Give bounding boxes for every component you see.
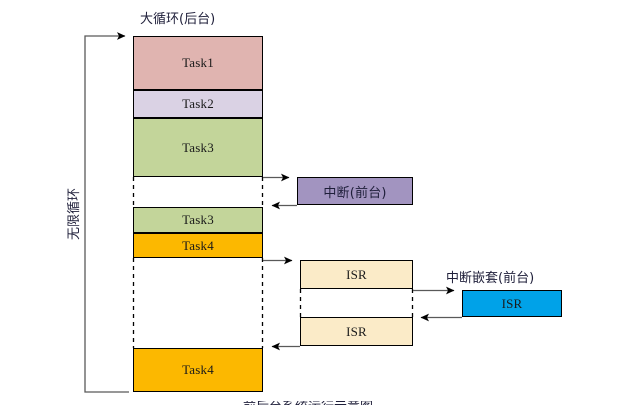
task-block-label: Task1 [182, 55, 214, 70]
task-block-label: Task4 [182, 362, 214, 377]
task-block-task3: Task3 [133, 118, 263, 177]
infinite-loop-bracket [84, 32, 129, 393]
task-block-task4: Task4 [133, 233, 263, 258]
isr-timeline-dashes [299, 289, 414, 317]
task-block-label: Task3 [182, 139, 214, 155]
interrupt-block-label: 中断(前台) [323, 185, 387, 201]
isr-block-first: ISR [300, 260, 413, 289]
task-block-label: Task2 [182, 96, 214, 111]
isr-block-label: ISR [346, 323, 367, 339]
task-block-task3-resumed: Task3 [133, 207, 263, 233]
isr-block-label: ISR [346, 266, 367, 282]
background-timeline-dashes [132, 177, 264, 348]
interrupt-block: 中断(前台) [297, 177, 413, 205]
task-block-task4-resumed: Task4 [133, 348, 263, 392]
background-loop-title: 大循环(后台) [140, 12, 216, 27]
task-block-label: Task4 [182, 237, 214, 253]
nested-isr-block-label: ISR [501, 295, 523, 311]
nested-interrupt-title: 中断嵌套(前台) [446, 271, 535, 286]
task-block-task1: Task1 [133, 36, 263, 90]
task-block-task2: Task2 [133, 90, 263, 118]
diagram-caption: 前后台系统运行示意图 [243, 401, 373, 405]
nested-isr-block: ISR [462, 290, 562, 317]
isr-block-second: ISR [300, 317, 413, 346]
infinite-loop-label: 无限循环 [67, 187, 82, 240]
task-block-label: Task3 [182, 212, 214, 227]
